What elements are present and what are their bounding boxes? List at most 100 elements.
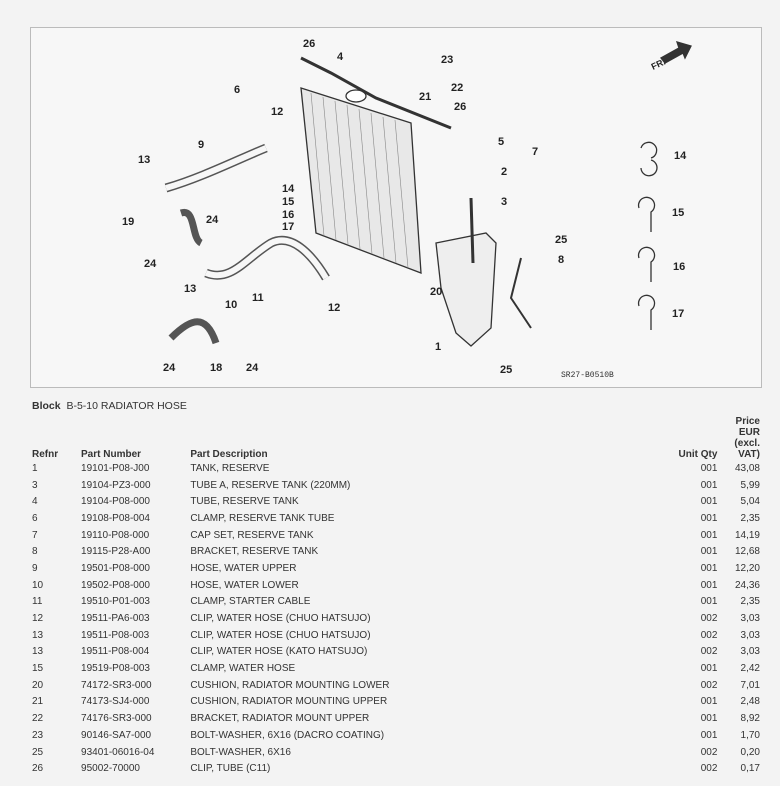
part-number-cell: 19115-P28-A00 (81, 546, 151, 558)
header-spacer (478, 416, 627, 460)
radiator-exploded-view: 26 4 23 22 21 6 12 26 5 7 2 9 13 3 14 15… (122, 38, 692, 380)
callout-11: 11 (252, 292, 264, 304)
part-number-cell: 19108-P08-004 (81, 512, 150, 524)
block-value: B-5-10 RADIATOR HOSE (66, 400, 187, 412)
price-cell: 5,04 (740, 496, 760, 508)
price-header-line1: Price EUR (735, 416, 760, 438)
price-cell: 2,42 (740, 663, 760, 675)
description-cell: BRACKET, RADIATOR MOUNT UPPER (190, 713, 370, 725)
part-number-cell: 19511-P08-003 (81, 629, 150, 641)
description-cell: TANK, RESERVE (190, 462, 270, 474)
description-cell: BOLT-WASHER, 6X16 (190, 746, 291, 758)
callout-24: 24 (206, 214, 219, 226)
header-part-number: Part Number (81, 449, 142, 460)
block-title: Block B-5-10 RADIATOR HOSE (32, 400, 187, 412)
description-cell: CAP SET, RESERVE TANK (190, 529, 314, 541)
spacer-cell (478, 627, 627, 644)
diagram-code: SR27-B0510B (561, 371, 614, 380)
qty-cell: 001 (700, 529, 718, 541)
price-cell: 5,99 (740, 479, 760, 491)
price-cell: 43,08 (734, 462, 760, 474)
price-cell: 0,20 (740, 746, 760, 758)
callout-24c: 24 (163, 362, 176, 374)
callout-17: 17 (282, 221, 294, 233)
refnr-cell: 26 (32, 763, 44, 775)
callout-12: 12 (271, 106, 283, 118)
callout-1: 1 (435, 341, 441, 353)
spacer-cell (478, 543, 627, 560)
refnr-cell: 9 (32, 562, 38, 574)
qty-cell: 001 (700, 512, 718, 524)
qty-cell: 001 (700, 596, 718, 608)
part-number-cell: 19502-P08-000 (81, 579, 150, 591)
callout-24d: 24 (246, 362, 259, 374)
header-refnr: Refnr (32, 449, 59, 460)
spacer-cell (478, 610, 627, 627)
callout-25b: 25 (500, 364, 512, 376)
refnr-cell: 25 (32, 746, 44, 758)
price-cell: 0,17 (740, 763, 760, 775)
description-cell: CLAMP, STARTER CABLE (190, 596, 311, 608)
description-cell: CLIP, WATER HOSE (KATO HATSUJO) (190, 646, 368, 658)
spacer-cell (478, 577, 627, 594)
spacer-cell (478, 493, 627, 510)
spacer-cell (478, 710, 627, 727)
part-number-cell: 19110-P08-000 (81, 529, 150, 541)
price-cell: 7,01 (740, 679, 760, 691)
description-cell: TUBE, RESERVE TANK (190, 496, 299, 508)
callout-5: 5 (498, 136, 504, 148)
refnr-cell: 12 (32, 613, 44, 625)
refnr-cell: 4 (32, 496, 38, 508)
callout-15: 15 (282, 196, 294, 208)
qty-cell: 002 (700, 646, 718, 658)
refnr-cell: 13 (32, 629, 44, 641)
header-price: Price EUR(excl. VAT) (729, 416, 765, 460)
part-number-cell: 95002-70000 (81, 763, 140, 775)
callout-12b: 12 (328, 302, 340, 314)
refnr-cell: 13 (32, 646, 44, 658)
callout-20: 20 (430, 286, 442, 298)
refnr-cell: 11 (32, 596, 43, 608)
callout-16b: 16 (673, 261, 685, 273)
callout-7: 7 (532, 146, 538, 158)
price-cell: 2,35 (740, 596, 760, 608)
price-cell: 12,68 (734, 546, 760, 558)
qty-cell: 002 (700, 679, 718, 691)
description-cell: CLIP, TUBE (C11) (190, 763, 271, 775)
description-cell: HOSE, WATER LOWER (190, 579, 299, 591)
radiator-core (300, 87, 422, 274)
description-cell: CLIP, WATER HOSE (CHUO HATSUJO) (190, 613, 371, 625)
callout-22: 22 (451, 82, 463, 94)
callout-18: 18 (210, 362, 222, 374)
callout-14: 14 (282, 183, 295, 195)
spacer-cell (478, 460, 627, 477)
header-qty: Unit Qty (678, 449, 718, 460)
part-number-cell: 19510-P01-003 (81, 596, 150, 608)
description-cell: CLAMP, RESERVE TANK TUBE (190, 512, 335, 524)
part-number-cell: 90146-SA7-000 (81, 729, 152, 741)
description-cell: CUSHION, RADIATOR MOUNTING LOWER (190, 679, 390, 691)
price-header-line2: (excl. VAT) (734, 438, 760, 460)
part-number-cell: 19519-P08-003 (81, 663, 150, 675)
spacer-cell (478, 560, 627, 577)
description-cell: BRACKET, RESERVE TANK (190, 546, 319, 558)
reserve-tank (435, 232, 497, 347)
spacer-cell (478, 677, 627, 694)
qty-cell: 002 (700, 629, 718, 641)
price-cell: 24,36 (734, 579, 760, 591)
qty-cell: 001 (700, 696, 718, 708)
spacer-cell (478, 727, 627, 744)
price-cell: 8,92 (740, 713, 760, 725)
